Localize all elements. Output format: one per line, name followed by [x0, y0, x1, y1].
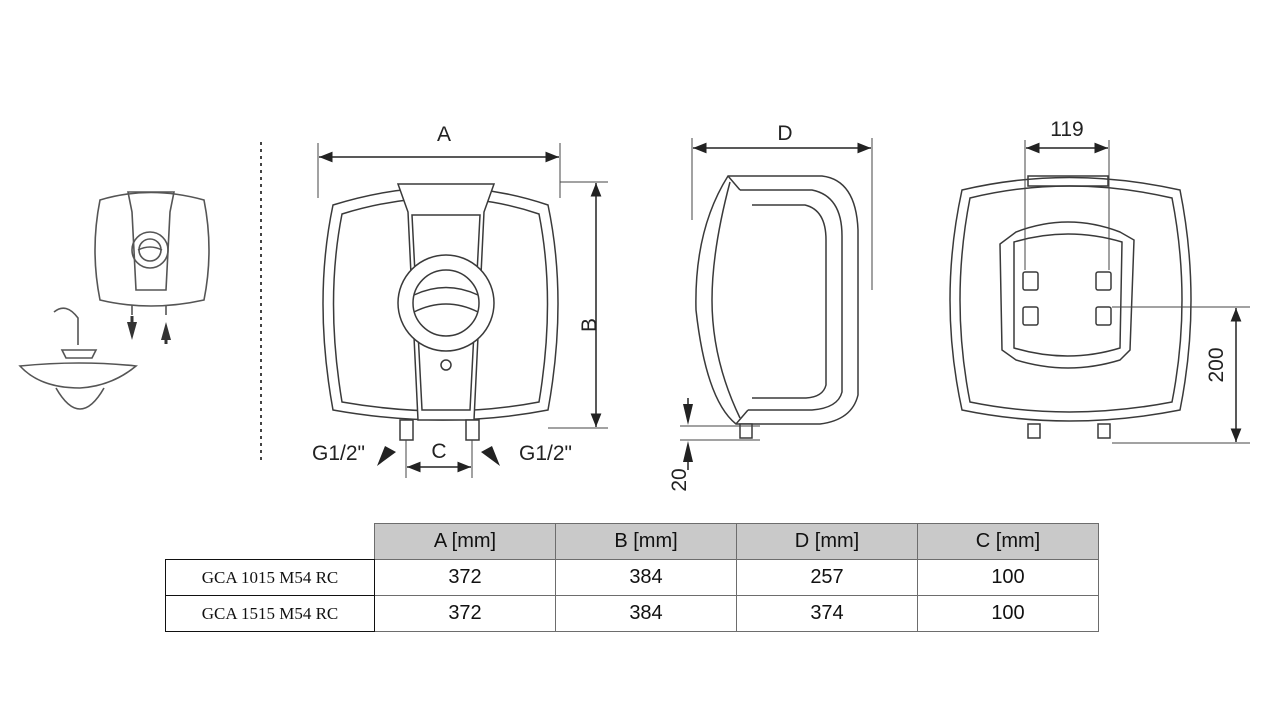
thread-right-label: G1/2"	[519, 442, 572, 465]
value-c: 100	[917, 559, 1099, 596]
dim-d-line	[691, 138, 873, 290]
model-name: GCA 1515 M54 RC	[165, 595, 375, 632]
dim-119-line	[1024, 140, 1110, 270]
value-b: 384	[555, 595, 737, 632]
dim-a-label: A	[437, 123, 451, 146]
column-header-b: B [mm]	[555, 523, 737, 560]
value-a: 372	[374, 559, 556, 596]
dim-b-line	[548, 181, 608, 429]
dim-200-line	[1112, 306, 1250, 444]
column-header-d: D [mm]	[736, 523, 918, 560]
dim-20-label: 20	[668, 468, 691, 491]
column-header-a: A [mm]	[374, 523, 556, 560]
column-header-c: C [mm]	[917, 523, 1099, 560]
front-view	[322, 183, 559, 441]
value-a: 372	[374, 595, 556, 632]
thread-left-label: G1/2"	[312, 442, 365, 465]
table-corner-cell	[165, 523, 375, 560]
table-header-row: A [mm] B [mm] D [mm] C [mm]	[165, 523, 1099, 560]
table-row: GCA 1015 M54 RC 372 384 257 100	[165, 559, 1099, 596]
value-d: 257	[736, 559, 918, 596]
dim-20-line	[680, 398, 760, 470]
table-row: GCA 1515 M54 RC 372 384 374 100	[165, 595, 1099, 632]
dimensions-table: A [mm] B [mm] D [mm] C [mm] GCA 1015 M54…	[165, 523, 1099, 632]
installation-icon	[18, 191, 210, 410]
dim-a-line	[317, 143, 561, 198]
dim-c-label: C	[431, 440, 446, 463]
value-c: 100	[917, 595, 1099, 632]
dim-d-label: D	[777, 122, 792, 145]
model-name: GCA 1015 M54 RC	[165, 559, 375, 596]
thread-right-arrow	[481, 446, 500, 466]
dim-119-label: 119	[1050, 118, 1083, 141]
rear-view	[949, 175, 1192, 439]
dim-b-label: B	[578, 318, 601, 332]
thread-left-arrow	[377, 446, 396, 466]
dim-200-label: 200	[1205, 347, 1228, 382]
side-view	[695, 175, 859, 439]
value-d: 374	[736, 595, 918, 632]
value-b: 384	[555, 559, 737, 596]
dim-c-line	[405, 440, 473, 478]
